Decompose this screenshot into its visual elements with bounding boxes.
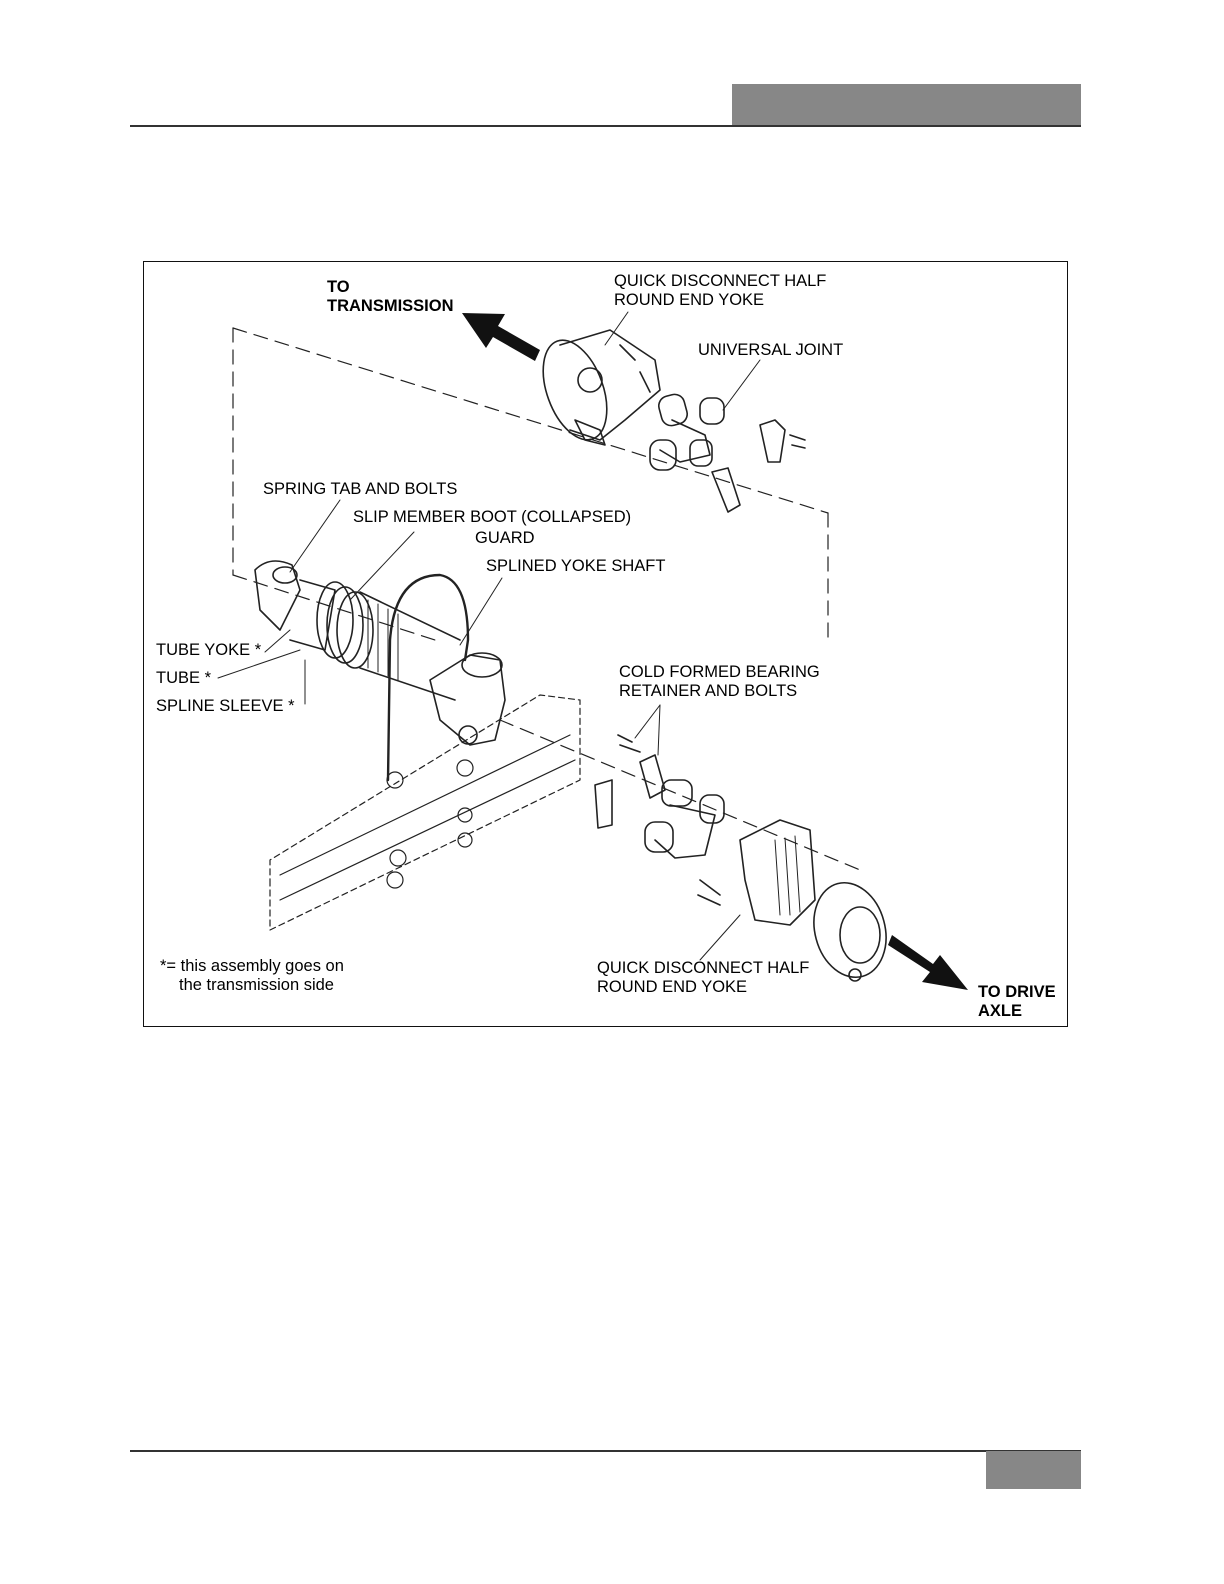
to-drive-axle-arrow xyxy=(888,935,968,990)
leader-lines xyxy=(217,311,761,961)
universal-joint-label: UNIVERSAL JOINT xyxy=(698,341,844,359)
frame-bracket-drawing xyxy=(269,694,581,931)
slip-boot-label: SLIP MEMBER BOOT (COLLAPSED) xyxy=(353,508,632,526)
footer-tab xyxy=(986,1451,1081,1489)
top-universal-joint-drawing xyxy=(649,393,725,471)
tube-assembly-drawing xyxy=(254,560,461,701)
assembly-centerlines xyxy=(232,327,861,871)
lower-retainer-parts xyxy=(594,734,666,829)
spring-tab-label: SPRING TAB AND BOLTS xyxy=(263,480,458,498)
footer-rule xyxy=(130,1450,1081,1452)
guard-label: GUARD xyxy=(475,529,535,547)
top-retainer-parts xyxy=(711,419,806,513)
to-transmission-arrow xyxy=(462,313,540,361)
header-tab xyxy=(732,84,1081,126)
guard-drawing xyxy=(386,573,470,782)
lower-universal-joint-drawing xyxy=(644,779,725,859)
lower-qd-yoke-drawing xyxy=(697,819,887,982)
header-rule xyxy=(130,125,1081,127)
spline-sleeve-label: SPLINE SLEEVE * xyxy=(156,697,295,715)
splined-yoke-end-drawing xyxy=(429,652,506,746)
tube-label: TUBE * xyxy=(156,669,212,687)
tube-yoke-label: TUBE YOKE * xyxy=(156,641,262,659)
driveshaft-figure-frame xyxy=(143,261,1068,1027)
splined-shaft-label: SPLINED YOKE SHAFT xyxy=(486,557,666,575)
top-qd-yoke-drawing xyxy=(542,329,661,446)
